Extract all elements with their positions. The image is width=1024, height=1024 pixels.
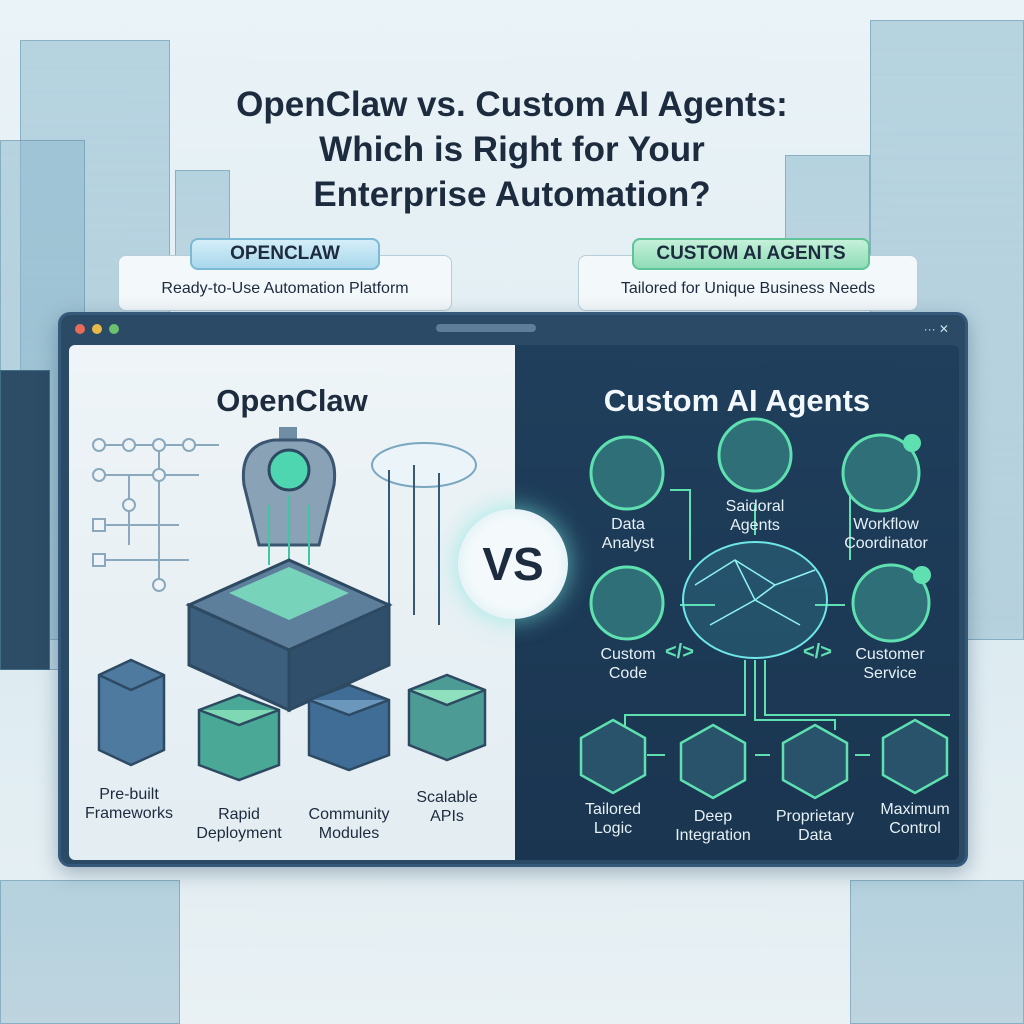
custom-agents-badge: CUSTOM AI AGENTS (632, 238, 870, 270)
maximum-control-icon (881, 718, 949, 795)
saidoral-agent-robot-icon (717, 417, 793, 493)
label-line: Analyst (601, 535, 655, 552)
label-line: Deployment (196, 825, 282, 842)
server-icon (97, 658, 166, 767)
custom-agents-title: Custom AI Agents (603, 383, 871, 418)
brain-network-icon (682, 541, 828, 659)
title-line: OpenClaw vs. Custom AI Agents: (236, 85, 788, 124)
label-line: Scalable (416, 789, 478, 806)
openclaw-title: OpenClaw (216, 383, 368, 418)
label-line: Modules (318, 825, 380, 842)
custom-agents-illustration (579, 417, 950, 800)
label-line: Data (611, 516, 645, 533)
label-line: Deep (693, 808, 733, 825)
tailored-logic-icon (579, 718, 647, 795)
label-line: APIs (430, 808, 464, 825)
module-cube-icon (307, 683, 391, 772)
server-base-icon (185, 558, 393, 713)
label-line: Maximum (880, 801, 950, 818)
capability-hexagons (579, 718, 949, 800)
label-line: Service (863, 665, 917, 682)
vs-label: VS (482, 538, 544, 590)
page-title: OpenClaw vs. Custom AI Agents: Which is … (0, 82, 1024, 217)
api-cube-icon (407, 673, 487, 762)
label-line: Integration (675, 827, 751, 844)
custom-subtitle: Tailored for Unique Business Needs (620, 280, 876, 297)
proprietary-data-icon (781, 723, 849, 800)
gear-cube-icon (197, 693, 281, 782)
label-line: Tailored (584, 801, 642, 818)
close-dot[interactable] (75, 324, 85, 334)
feature-cubes (97, 658, 487, 782)
label-line: Agents (730, 517, 780, 534)
customer-service-avatar (851, 563, 931, 643)
minimize-dot[interactable] (92, 324, 102, 334)
label-line: Rapid (218, 806, 260, 823)
label-line: Control (889, 820, 941, 837)
custom-code-robot-icon (589, 565, 665, 641)
label-line: Frameworks (84, 805, 173, 822)
label-line: Pre-built (99, 786, 159, 803)
window-menu-icon[interactable]: ··· ✕ (923, 322, 949, 336)
badge-label: CUSTOM AI AGENTS (656, 243, 846, 264)
label-line: Customer (855, 646, 925, 663)
title-line: Enterprise Automation? (313, 175, 711, 214)
agent-avatars (589, 417, 931, 643)
label-line: Proprietary (775, 808, 855, 825)
address-bar (436, 324, 536, 332)
workflow-coordinator-avatar (841, 433, 921, 513)
label-line: Community (308, 806, 390, 823)
cloud-icon (371, 442, 477, 625)
label-line: Saidoral (725, 498, 785, 515)
code-icon: </> (665, 641, 694, 663)
title-line: Which is Right for Your (319, 130, 705, 169)
robotic-claw-icon (241, 427, 337, 575)
badge-label: OPENCLAW (230, 243, 340, 264)
label-line: Logic (593, 820, 633, 837)
window-titlebar: ··· ✕ (61, 315, 965, 343)
code-icon: </> (803, 641, 832, 663)
label-line: Workflow (853, 516, 919, 533)
data-analyst-robot-icon (589, 435, 665, 511)
server-rack (0, 370, 50, 670)
openclaw-badge: OPENCLAW (190, 238, 380, 270)
maximize-dot[interactable] (109, 324, 119, 334)
floor-panel (0, 880, 180, 1024)
label-line: Custom (600, 646, 656, 663)
node-network-icon (92, 438, 219, 592)
openclaw-illustration (92, 427, 487, 782)
comparison-window: ··· ✕ (58, 312, 968, 867)
check-badge-icon (903, 434, 931, 584)
deep-integration-icon (679, 723, 747, 800)
label-line: Coordinator (844, 535, 928, 552)
label-line: Code (608, 665, 648, 682)
openclaw-subtitle: Ready-to-Use Automation Platform (161, 280, 409, 297)
label-line: Data (798, 827, 832, 844)
vs-badge: VS (458, 509, 568, 619)
floor-panel (850, 880, 1024, 1024)
